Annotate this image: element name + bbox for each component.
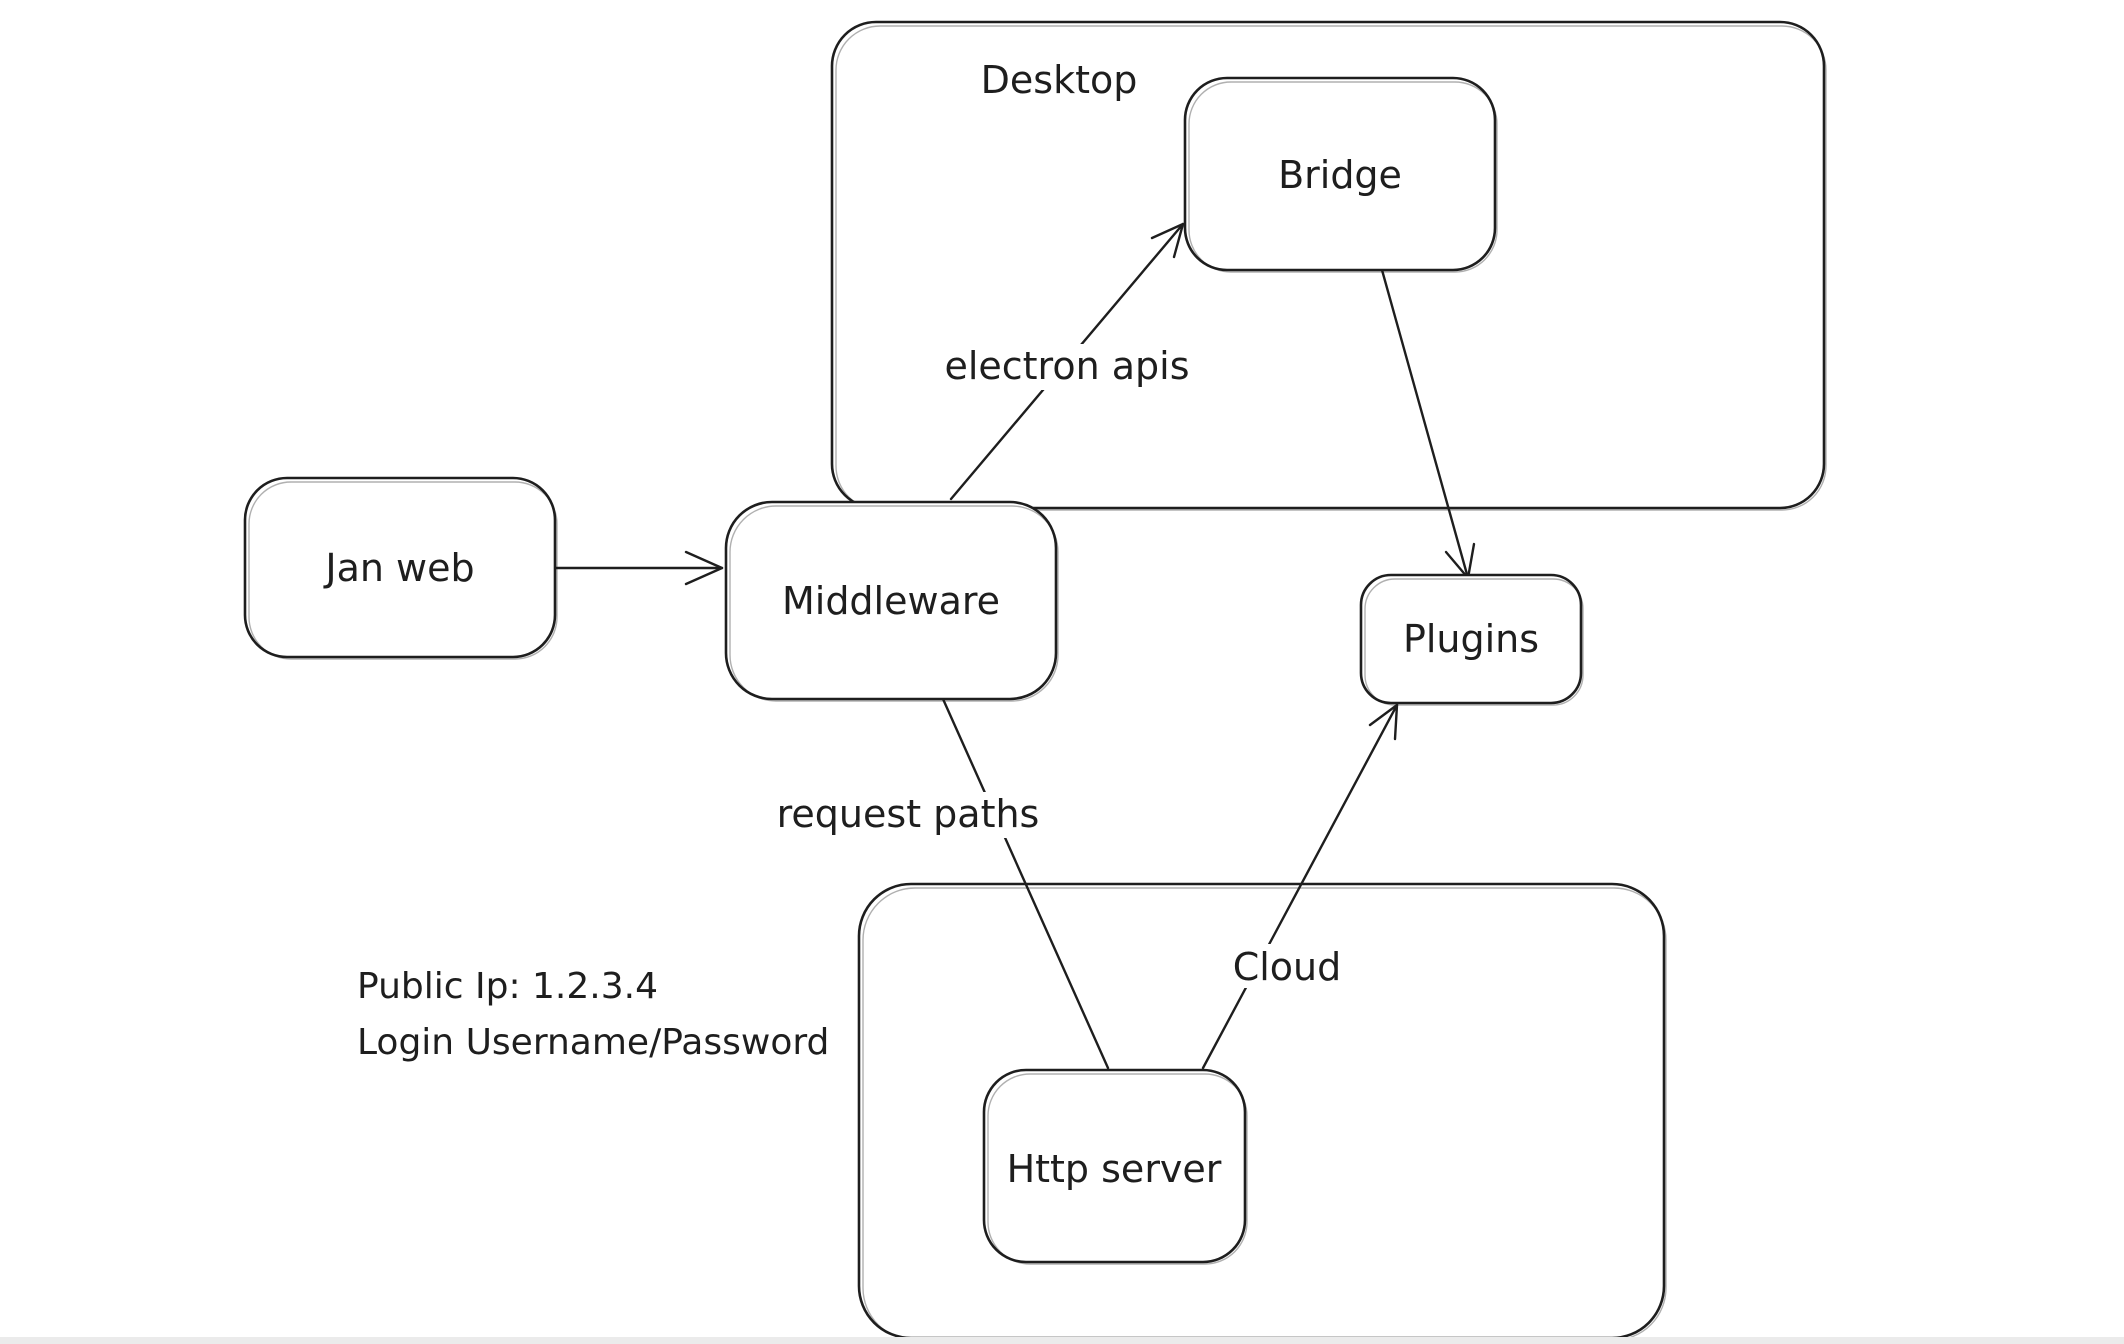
edge-label-request-paths: request paths [777,792,1040,836]
edge-bridge-plugins[interactable] [1380,268,1476,580]
edge-label-request-paths-group[interactable]: request paths [776,792,1040,838]
edge-bridge-plugins-line[interactable] [1380,268,1470,580]
node-jan-web-label: Jan web [323,546,474,590]
node-bridge[interactable]: Bridge [1183,76,1498,273]
node-middleware[interactable]: Middleware [724,500,1059,702]
edge-httpserver-plugins-line[interactable] [1201,703,1399,1070]
jan-web-box[interactable] [243,476,557,659]
annotation-public-ip: Public Ip: 1.2.3.4 [357,966,658,1007]
desktop-box-sketch [835,25,1827,511]
annotation-credentials[interactable]: Public Ip: 1.2.3.4 Login Username/Passwo… [357,966,829,1063]
middleware-box-sketch [729,505,1059,702]
edge-middleware-bridge-arrowhead [1150,222,1185,259]
container-cloud-label: Cloud [1233,945,1342,989]
edge-janweb-middleware[interactable] [553,550,724,586]
http-server-box[interactable] [982,1068,1247,1264]
edge-httpserver-plugins[interactable] [1201,703,1399,1070]
container-desktop-label: Desktop [981,58,1138,102]
edge-httpserver-plugins-arrowhead [1368,703,1399,741]
node-http-server-label: Http server [1007,1147,1222,1191]
edge-janweb-middleware-arrowhead [684,550,724,586]
jan-web-box-sketch [248,481,558,660]
node-bridge-label: Bridge [1278,153,1402,197]
container-cloud-label-bg [1222,944,1352,988]
edge-bridge-plugins-arrowhead [1444,542,1476,580]
bridge-box[interactable] [1183,76,1497,272]
node-jan-web[interactable]: Jan web [243,476,558,660]
edge-label-electron-apis-bg [936,344,1198,390]
node-plugins[interactable]: Plugins [1359,573,1584,706]
edge-middleware-httpserver-line[interactable] [941,697,1110,1070]
window-bottom-edge [0,1337,2124,1344]
edge-middleware-httpserver[interactable] [941,697,1110,1070]
edge-label-electron-apis: electron apis [944,344,1189,388]
bridge-box-sketch [1188,81,1498,273]
plugins-box-sketch [1364,578,1584,706]
middleware-box[interactable] [724,500,1058,701]
http-server-box-sketch [987,1073,1248,1265]
node-plugins-label: Plugins [1403,617,1539,661]
plugins-box[interactable] [1359,573,1583,705]
container-cloud-label-group[interactable]: Cloud [1222,944,1352,989]
edge-label-electron-apis-group[interactable]: electron apis [936,344,1198,390]
annotation-login: Login Username/Password [357,1022,829,1063]
node-http-server[interactable]: Http server [982,1068,1248,1265]
edge-label-request-paths-bg [776,792,1040,838]
node-middleware-label: Middleware [782,579,1000,623]
